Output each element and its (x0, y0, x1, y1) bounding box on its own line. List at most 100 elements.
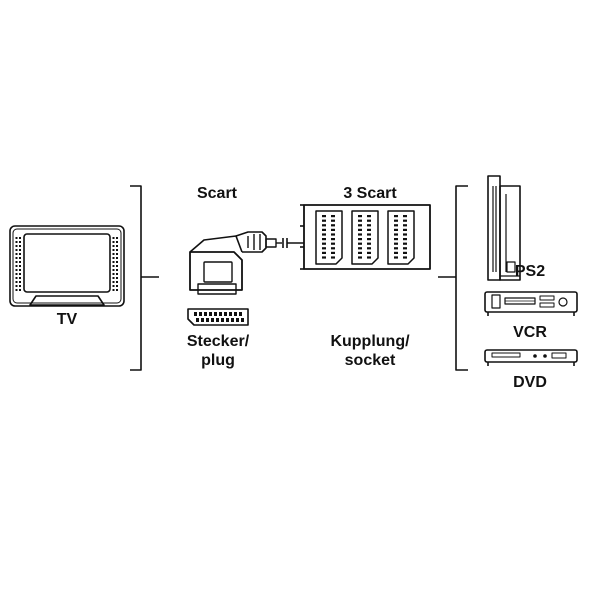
label-scart: Scart (196, 185, 238, 202)
scart-socket-pin (394, 215, 398, 218)
pinout-pin (211, 318, 214, 322)
tv-speaker-dot (19, 265, 21, 267)
tv-speaker-dot (112, 285, 115, 287)
pinout-pin (221, 318, 224, 322)
tv-speaker-dot (15, 237, 18, 239)
tv-speaker-dot (15, 249, 18, 251)
label-socket: socket (344, 352, 396, 370)
tv-speaker-dot (19, 245, 21, 247)
scart-socket-pin (403, 247, 407, 250)
scart-socket-pin (403, 233, 407, 236)
scart-socket-pin (322, 233, 326, 236)
scart-socket-pin (322, 228, 326, 231)
tv-speaker-dot (112, 241, 115, 243)
scart-socket-pin (358, 242, 362, 245)
tv-speaker-dot (116, 265, 118, 267)
scart-socket-pin (331, 224, 335, 227)
scart-socket-pin (394, 228, 398, 231)
pinout-pin (214, 312, 217, 316)
scart-socket-pin (358, 228, 362, 231)
vcr-icon (484, 291, 578, 316)
scart-socket-pin (367, 238, 371, 241)
tv-speaker-dot (116, 273, 118, 275)
scart-socket-pin (394, 251, 398, 254)
tv-speaker-dot (116, 261, 118, 263)
tv-speaker-dot (19, 285, 21, 287)
scart-socket-pin (358, 219, 362, 222)
tv-speaker-dot (112, 249, 115, 251)
scart-socket-pin (394, 233, 398, 236)
scart-socket-pin (394, 247, 398, 250)
tv-speaker-dot (112, 281, 115, 283)
tv-speaker-dot (15, 289, 18, 291)
scart-socket-pin (322, 247, 326, 250)
scart-socket-pin (358, 238, 362, 241)
tv-speaker-dot (19, 261, 21, 263)
tv-speaker-dot (19, 273, 21, 275)
tv-speaker-dot (15, 285, 18, 287)
tv-speaker-dot (15, 261, 18, 263)
tv-speaker-dot (116, 277, 118, 279)
pinout-pins-top (194, 312, 242, 316)
scart-socket-pin (358, 251, 362, 254)
scart-socket-pin (331, 233, 335, 236)
scart-socket-pin (367, 251, 371, 254)
scart-socket-pin (403, 219, 407, 222)
scart-socket-pin (322, 251, 326, 254)
pinout-pin (194, 312, 197, 316)
left-bracket (130, 185, 159, 371)
scart-socket-pin (331, 228, 335, 231)
scart-socket-pin (322, 224, 326, 227)
tv-speaker-dot (116, 237, 118, 239)
scart-socket-pin (367, 224, 371, 227)
scart-socket-pin (394, 242, 398, 245)
tv-speaker-dot (19, 257, 21, 259)
scart-socket-pin (331, 251, 335, 254)
tv-speaker-dot (19, 277, 21, 279)
tv-speaker-dot (116, 269, 118, 271)
tv-speaker-dot (112, 253, 115, 255)
scart-socket-pin (403, 224, 407, 227)
pinout-pin (196, 318, 199, 322)
scart-socket-3 (387, 210, 415, 265)
scart-socket-pin (331, 215, 335, 218)
tv-speaker-dot (19, 237, 21, 239)
tv-speaker-dot (15, 257, 18, 259)
scart-socket-outline (315, 210, 343, 265)
tv-speaker-dot (15, 269, 18, 271)
pinout-pin (239, 312, 242, 316)
scart-socket-pin (331, 247, 335, 250)
scart-socket-pin (358, 233, 362, 236)
pinout-pin (204, 312, 207, 316)
tv-speaker-dots-right (112, 237, 118, 291)
scart-socket-outline (387, 210, 415, 265)
tv-speaker-dot (19, 289, 21, 291)
tv-speaker-dot (112, 277, 115, 279)
pinout-pin (209, 312, 212, 316)
tv-speaker-dot (116, 249, 118, 251)
label-tv: TV (56, 311, 78, 328)
tv-speaker-dot (15, 241, 18, 243)
tv-speaker-dots-left (15, 237, 21, 291)
tv-speaker-dot (19, 281, 21, 283)
scart-socket-pin (394, 256, 398, 259)
scart-socket-outline (351, 210, 379, 265)
tv-icon (9, 225, 125, 307)
scart-plug-icon (189, 231, 304, 295)
pinout-pin (234, 312, 237, 316)
scart-pinout-icon (187, 308, 249, 326)
tv-speaker-dot (116, 253, 118, 255)
pinout-pin (216, 318, 219, 322)
scart-socket-pin (358, 224, 362, 227)
tv-speaker-dot (116, 241, 118, 243)
pinout-pin (226, 318, 229, 322)
tv-speaker-dot (112, 265, 115, 267)
scart-socket-pin (367, 228, 371, 231)
tv-speaker-dot (19, 249, 21, 251)
scart-socket-pin (331, 238, 335, 241)
scart-socket-pin (403, 256, 407, 259)
tv-speaker-dot (112, 257, 115, 259)
scart-socket-pin (358, 215, 362, 218)
tv-speaker-dot (19, 241, 21, 243)
